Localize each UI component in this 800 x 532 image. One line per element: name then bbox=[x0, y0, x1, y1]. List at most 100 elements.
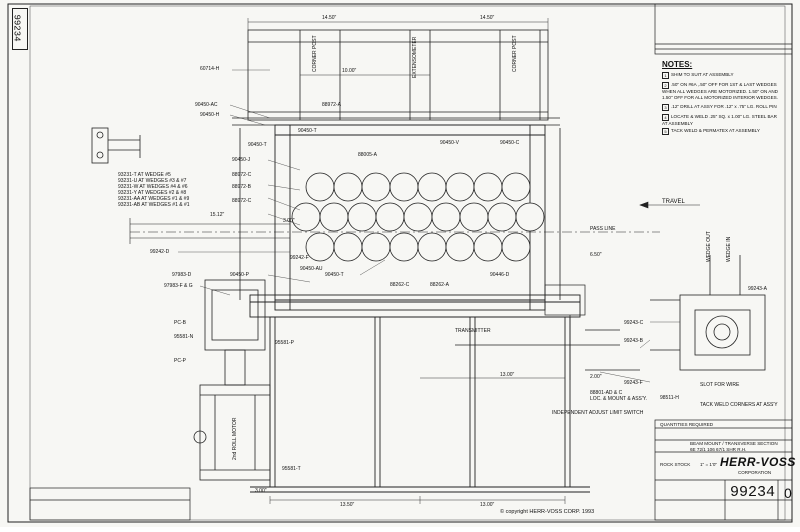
company-name: HERR-VOSS bbox=[720, 455, 796, 469]
drawing-number: 99234 bbox=[730, 484, 776, 501]
middle-rolls bbox=[291, 202, 545, 232]
stock-label: ROCK STOCK bbox=[660, 462, 691, 467]
motor-label: 2nd ROLL MOTOR bbox=[232, 417, 238, 460]
dim-label: 13.00" bbox=[500, 372, 515, 378]
dim-label: 6.50" bbox=[590, 252, 602, 258]
callout: 88972-C bbox=[232, 198, 252, 204]
note-number: 2 bbox=[662, 82, 669, 89]
callout: 95581-T bbox=[282, 466, 301, 472]
callout: 99242-F bbox=[290, 255, 309, 261]
callout: 90450-H bbox=[200, 112, 220, 118]
dim-label: 14.50" bbox=[480, 15, 495, 21]
note-text: TACK WELD & PERMATEX AT ASSEMBLY bbox=[671, 128, 760, 133]
inner-border bbox=[29, 5, 786, 521]
leader-lines bbox=[178, 69, 680, 383]
note-text: SHIM TO SUIT AT ASSEMBLY bbox=[671, 72, 734, 77]
callout: 60714-H bbox=[200, 66, 220, 72]
quantities-required: QUANTITIES REQUIRED bbox=[660, 422, 714, 427]
dim-label: 15.12" bbox=[210, 212, 225, 218]
callout: 90450-P bbox=[230, 272, 249, 278]
title-block bbox=[29, 3, 793, 521]
motor-assembly bbox=[193, 279, 271, 481]
note-number: 5 bbox=[662, 128, 669, 135]
dim-label: 10.00" bbox=[342, 68, 357, 74]
bottom-dimension bbox=[269, 377, 566, 504]
lower-rolls bbox=[305, 232, 531, 262]
callout: 97983-D bbox=[172, 272, 192, 278]
callout: PC-B bbox=[174, 320, 186, 326]
dim-label: 3.00" bbox=[255, 488, 267, 494]
callout: 88262-C bbox=[390, 282, 410, 288]
callout: 90450-C bbox=[500, 140, 520, 146]
callout: 99243-A bbox=[748, 286, 767, 292]
title-line-2: 6E 72/1 106 67/1 SHR R.H. bbox=[690, 447, 747, 452]
transmitter-label: TRANSMITTER bbox=[455, 328, 491, 334]
slot-label: SLOT FOR WIRE bbox=[700, 382, 740, 388]
callout: 99243-C bbox=[624, 320, 644, 326]
dim-label: 13.00" bbox=[480, 502, 495, 508]
callout: 88262-A bbox=[430, 282, 449, 288]
callout: 95581-P bbox=[275, 340, 294, 346]
travel-label: TRAVEL bbox=[662, 199, 685, 205]
note-number: 4 bbox=[662, 114, 669, 121]
wedge-callout: 93231-T AT WEDGE #5 bbox=[118, 172, 171, 178]
note-number: 3 bbox=[662, 104, 669, 111]
callout: 88972-B bbox=[232, 184, 251, 190]
limit-switch-label: INDEPENDENT ADJUST LIMIT SWITCH bbox=[552, 410, 644, 416]
right-detail-view bbox=[650, 255, 766, 371]
callout: 90450-AU bbox=[300, 266, 323, 272]
right-mechanism bbox=[455, 284, 640, 380]
header-corner-post-left: CORNER POST bbox=[312, 35, 318, 72]
callout: 90450-T bbox=[248, 142, 267, 148]
callout: 97983-F & G bbox=[164, 283, 193, 289]
upper-rolls bbox=[305, 172, 531, 202]
note-text: .50" ON #6A ,.50" OFF FOR 1ST & LAST WED… bbox=[662, 82, 778, 100]
wedge-callout: 93231-U AT WEDGES #3 & #7 bbox=[118, 178, 187, 184]
callout: 90450-J bbox=[232, 157, 251, 163]
note-number: 1 bbox=[662, 72, 669, 79]
callout: 90450-T bbox=[298, 128, 317, 134]
revision: 0 bbox=[784, 485, 792, 501]
callout: 99242-D bbox=[150, 249, 170, 255]
pass-line-label: PASS LINE bbox=[590, 226, 616, 232]
title-line-1: BEAM MOUNT / TRANSVERSE SECTION bbox=[690, 441, 778, 446]
callout: 99243-B bbox=[624, 338, 643, 344]
note-text: .12" DRILL AT ASSY FOR .12" x .75" LG. R… bbox=[671, 104, 777, 109]
callout: 88972-A bbox=[322, 102, 341, 108]
note-item: 3.12" DRILL AT ASSY FOR .12" x .75" LG. … bbox=[662, 104, 780, 111]
scale-label: 1" = 1'0" bbox=[700, 462, 718, 467]
callout: 95581-N bbox=[174, 334, 194, 340]
dim-label: 13.50" bbox=[340, 502, 355, 508]
dim-label: 2.00" bbox=[590, 374, 602, 380]
dim-label: 3.00" bbox=[283, 218, 295, 224]
corner-number-text: 99234 bbox=[11, 14, 22, 42]
callout: 90446-D bbox=[490, 272, 510, 278]
notes-title: NOTES: bbox=[662, 60, 693, 69]
tack-weld-label: TACK WELD CORNERS AT ASS'Y bbox=[700, 402, 778, 408]
callout: 88801-AD & C bbox=[590, 390, 623, 396]
wedge-in-label: WEDGE IN bbox=[726, 236, 732, 262]
wedge-callout: 93231-W AT WEDGES #4 & #6 bbox=[118, 184, 188, 190]
header-corner-post-right: CORNER POST bbox=[512, 35, 518, 72]
left-rail bbox=[129, 218, 290, 244]
callout: 98511-H bbox=[660, 395, 679, 401]
callout: 90450-AC bbox=[195, 102, 218, 108]
callout: 90450-V bbox=[440, 140, 459, 146]
lower-base bbox=[249, 294, 590, 493]
sheet-border bbox=[7, 3, 793, 523]
note-item: 2.50" ON #6A ,.50" OFF FOR 1ST & LAST WE… bbox=[662, 82, 780, 100]
company-subtitle: CORPORATION bbox=[738, 470, 772, 475]
pass-line bbox=[130, 201, 700, 233]
callout: 90450-T bbox=[325, 272, 344, 278]
callout: 99243-F bbox=[624, 380, 643, 386]
bracket-detail bbox=[91, 127, 141, 164]
wedge-callout: 93231-AB AT WEDGES #1 & #1 bbox=[118, 202, 190, 208]
mount-label: LOC. & MOUNT & ASS'Y. bbox=[590, 396, 647, 402]
wedge-callout: 93231-Y AT WEDGES #2 & #8 bbox=[118, 190, 187, 196]
callout: 88005-A bbox=[358, 152, 377, 158]
